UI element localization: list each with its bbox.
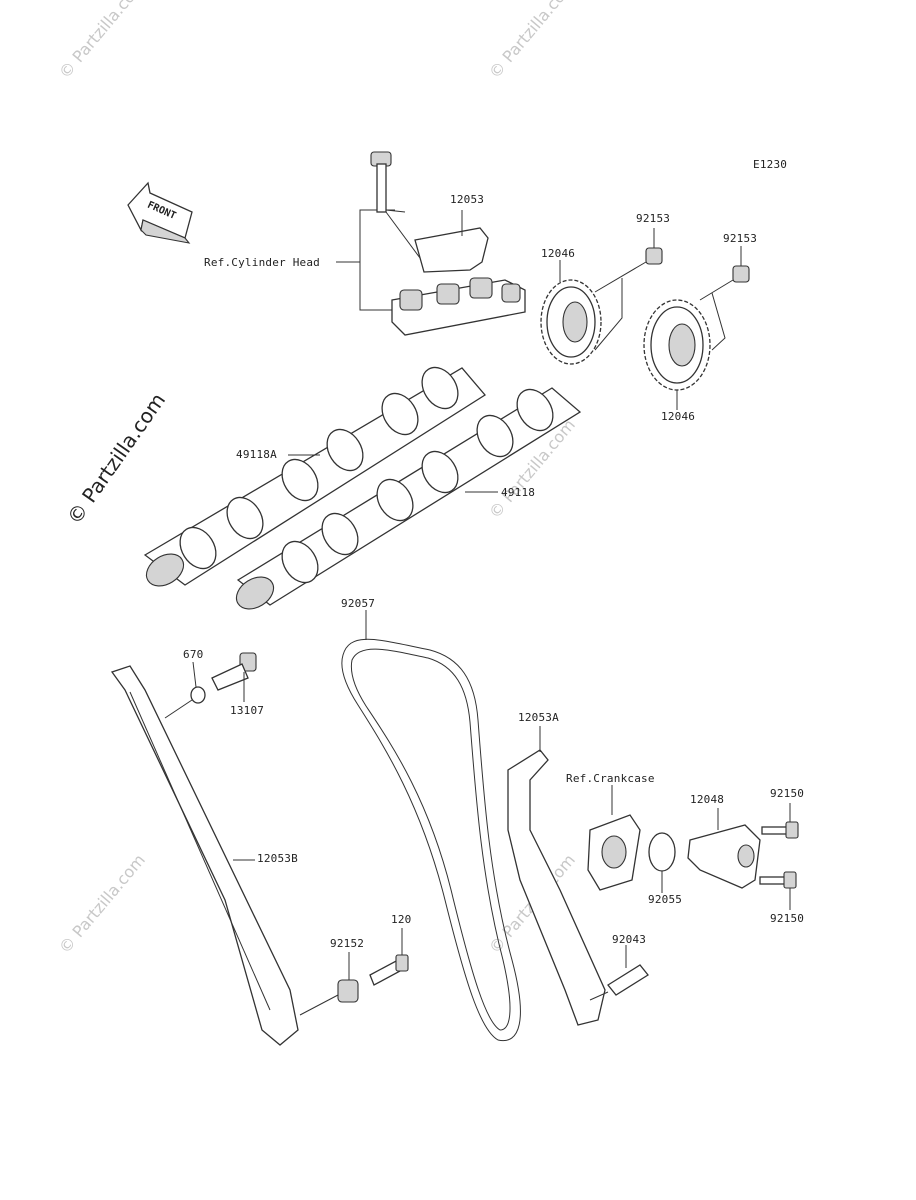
cam-chain-part: [341, 610, 521, 1042]
part-number-label[interactable]: 92153: [723, 232, 758, 245]
ref-crankcase-label: Ref.Crankcase: [566, 772, 655, 785]
guide-pin-part: [211, 652, 257, 702]
part-number-label[interactable]: 12046: [541, 247, 576, 260]
part-number-label[interactable]: 12053B: [257, 852, 298, 865]
part-number-label[interactable]: 92150: [770, 912, 805, 925]
part-number-label[interactable]: 12046: [661, 410, 696, 423]
crankcase-tensioner-mount-part: [587, 785, 641, 891]
part-number-label[interactable]: 92153: [636, 212, 671, 225]
guide-bolt-part: [369, 928, 409, 986]
gasket-part: [648, 832, 676, 893]
part-number-label[interactable]: 12053A: [518, 711, 559, 724]
upper-chain-guide-part: [414, 210, 489, 273]
collar-part: [299, 952, 359, 1016]
part-number-label[interactable]: 92152: [330, 937, 365, 950]
camshaft-exhaust-part: [235, 387, 582, 610]
part-number-label[interactable]: 13107: [230, 704, 265, 717]
part-number-label[interactable]: 92055: [648, 893, 683, 906]
sprocket-bolt-right-part: [699, 246, 750, 351]
part-number-label[interactable]: 670: [183, 648, 204, 661]
tensioner-chain-guide-part: [507, 726, 606, 1026]
head-bolt-part: [370, 151, 421, 259]
tensioner-bolt-upper-part: [761, 803, 799, 839]
o-ring-part: [164, 661, 206, 719]
part-number-label[interactable]: 92150: [770, 787, 805, 800]
cylinder-head-bracket: [336, 209, 395, 311]
ref-cylinder-head-label: Ref.Cylinder Head: [204, 256, 320, 269]
part-number-label[interactable]: 92043: [612, 933, 647, 946]
part-number-label[interactable]: 49118A: [236, 448, 277, 461]
part-number-label[interactable]: 12048: [690, 793, 725, 806]
cam-cap-part: [391, 277, 526, 336]
camshaft-intake-part: [143, 366, 486, 587]
front-chain-guide-part: [110, 665, 299, 1046]
sprocket-bolt-left-part: [594, 228, 663, 351]
part-number-label[interactable]: 49118: [501, 486, 536, 499]
diagram-code: E1230: [753, 158, 788, 171]
part-number-label[interactable]: 120: [391, 913, 412, 926]
tensioner-bolt-lower-part: [759, 871, 797, 910]
part-number-label[interactable]: 12053: [450, 193, 485, 206]
chain-tensioner-part: [687, 808, 761, 889]
cam-sprocket-lower-part: [643, 299, 711, 410]
cam-sprocket-upper-part: [540, 260, 602, 365]
tensioner-pin-part: [589, 945, 649, 1001]
part-number-label[interactable]: 92057: [341, 597, 376, 610]
front-arrow-icon: [127, 181, 193, 244]
